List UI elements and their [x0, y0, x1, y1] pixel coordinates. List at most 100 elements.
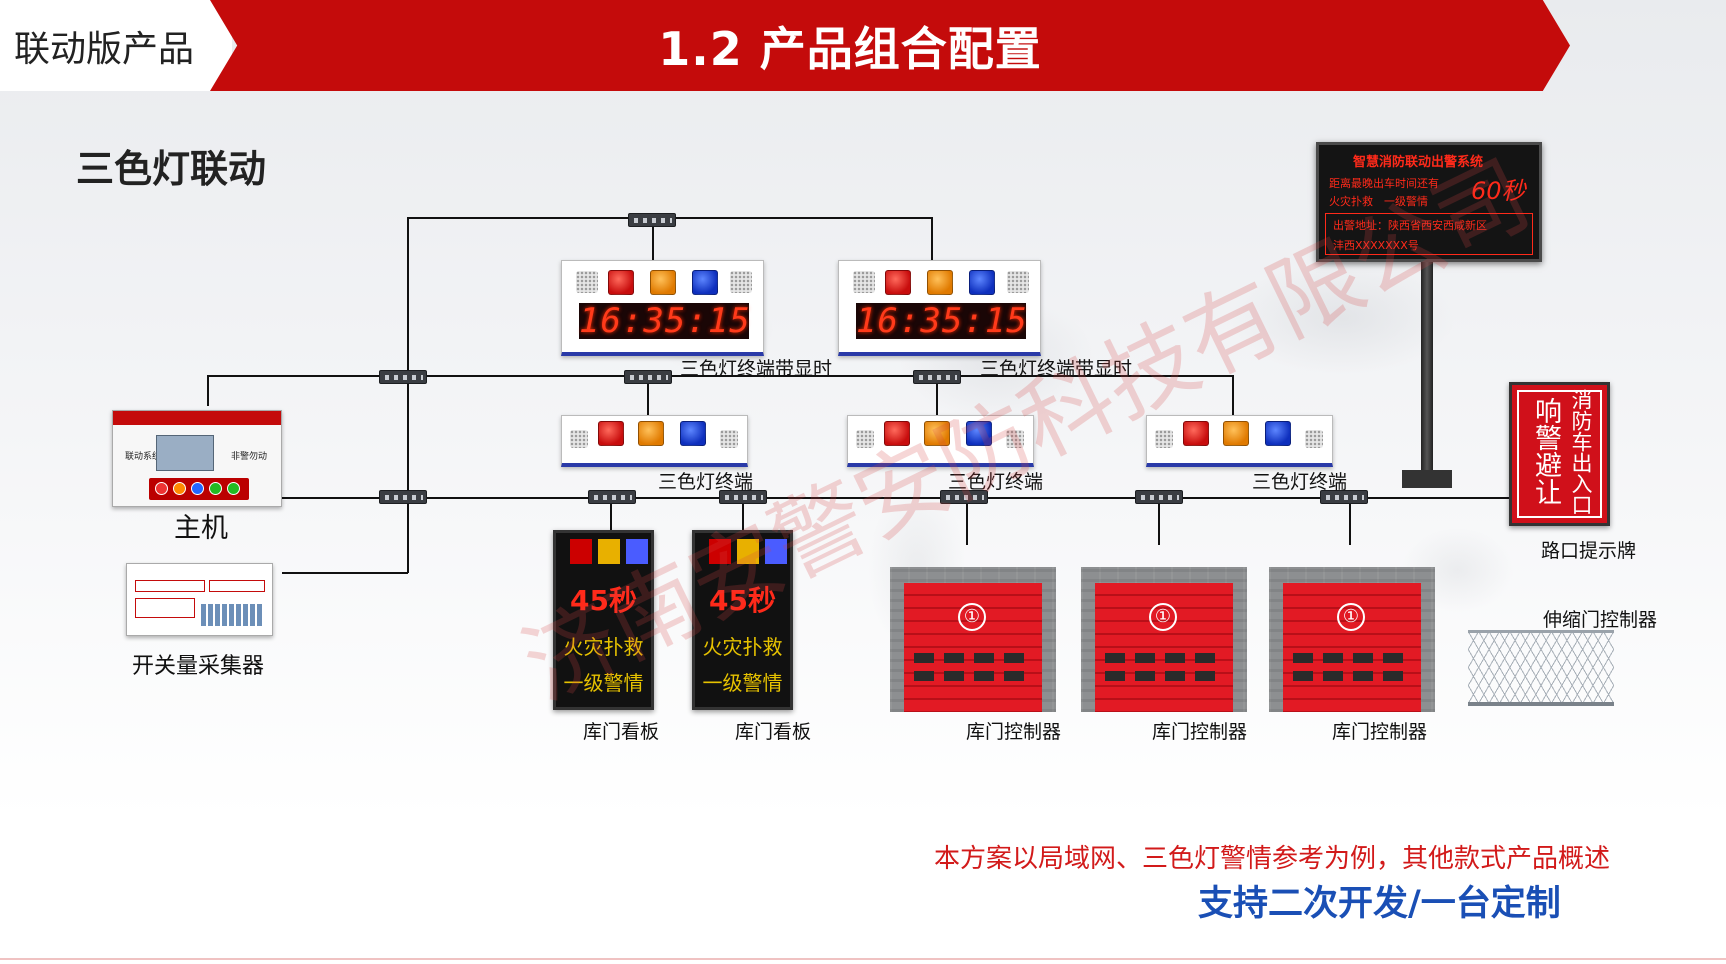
sign-pole-base	[1402, 470, 1452, 488]
section-title: 三色灯联动	[76, 147, 267, 191]
door-window	[914, 653, 934, 663]
blue-lamp	[1265, 421, 1291, 446]
clock-terminal-2: 16:35:15	[838, 260, 1041, 356]
speaker-grill	[730, 271, 752, 293]
door-window	[1293, 653, 1313, 663]
led-line4: 沣西XXXXXXX号	[1333, 239, 1419, 252]
orange-lamp	[638, 421, 664, 446]
led-line3: 出警地址：陕西省西安西咸新区	[1333, 219, 1487, 232]
yellow-square	[737, 539, 759, 564]
speaker-grill	[1305, 430, 1323, 448]
clock-digits: 16:35:15	[856, 301, 1028, 341]
light-terminal-1	[561, 415, 748, 467]
red-button	[155, 482, 168, 495]
led-title: 智慧消防联动出警系统	[1353, 155, 1484, 170]
door-window	[1004, 653, 1024, 663]
door-board-2-label: 库门看板	[735, 721, 812, 743]
host-controller: 联动系统 非警勿动	[112, 410, 282, 507]
blue-lamp	[966, 421, 992, 446]
orange-lamp	[927, 270, 953, 295]
sign-pole	[1421, 262, 1433, 484]
host-label: 主机	[174, 513, 228, 544]
telescopic-gate	[1468, 630, 1614, 706]
clock-digits: 16:35:15	[579, 301, 751, 341]
collector-field	[209, 580, 265, 592]
red-square	[709, 539, 731, 564]
collector-field	[135, 598, 195, 618]
garage-door-3: ①	[1269, 567, 1435, 712]
blue-lamp	[680, 421, 706, 446]
door-window	[1165, 671, 1185, 681]
red-square	[570, 539, 592, 564]
door-window	[1383, 653, 1403, 663]
line-mid-bus	[207, 375, 1234, 415]
network-switch	[624, 370, 672, 384]
led-line2: 火灾扑救 一级警情	[1329, 195, 1428, 208]
door-window	[974, 653, 994, 663]
switch-collector	[126, 563, 273, 636]
orange-lamp	[1223, 421, 1249, 446]
door-window	[1353, 671, 1373, 681]
light-terminal-2	[847, 415, 1034, 467]
door-3-label: 库门控制器	[1332, 721, 1428, 743]
road-sign-right-text: 消防车出入口	[1569, 389, 1593, 515]
board-line1: 火灾扑救	[563, 635, 644, 659]
door-shutter: ①	[904, 583, 1042, 712]
door-window	[1105, 671, 1125, 681]
orange-lamp	[924, 421, 950, 446]
door-window	[1293, 671, 1313, 681]
door-1-label: 库门控制器	[966, 721, 1062, 743]
blue-lamp	[692, 270, 718, 295]
red-lamp	[884, 421, 910, 446]
door-window	[1323, 653, 1343, 663]
door-window	[1323, 671, 1343, 681]
road-sign-border	[1517, 390, 1602, 518]
speaker-grill	[1007, 271, 1029, 293]
blue-square	[765, 539, 787, 564]
door-board-2: 45秒 火灾扑救 一级警情	[692, 530, 793, 710]
door-window	[974, 671, 994, 681]
led-seconds: 60秒	[1471, 177, 1526, 205]
board-countdown: 45秒	[709, 584, 776, 617]
collector-field	[135, 580, 205, 592]
door-window	[914, 671, 934, 681]
led-line1: 距离最晚出车时间还有	[1329, 177, 1439, 190]
green-button	[209, 482, 222, 495]
door-shutter: ①	[1283, 583, 1421, 712]
led-display-sign: 智慧消防联动出警系统 距离最晚出车时间还有 60秒 火灾扑救 一级警情 出警地址…	[1316, 142, 1542, 262]
host-top-strip	[113, 411, 281, 425]
red-lamp	[598, 421, 624, 446]
board-line1: 火灾扑救	[702, 635, 783, 659]
red-lamp	[608, 270, 634, 295]
scheme-note: 本方案以局域网、三色灯警情参考为例，其他款式产品概述	[934, 844, 1611, 874]
yellow-square	[598, 539, 620, 564]
red-lamp	[885, 270, 911, 295]
host-right-text: 非警勿动	[231, 452, 268, 462]
network-switch	[1135, 490, 1183, 504]
board-line2: 一级警情	[702, 671, 783, 695]
orange-lamp	[650, 270, 676, 295]
orange-button	[173, 482, 186, 495]
network-switch	[719, 490, 767, 504]
door-window	[944, 653, 964, 663]
clock-terminal-1-label: 三色灯终端带显时	[680, 358, 833, 380]
door-window	[1105, 653, 1125, 663]
network-switch	[940, 490, 988, 504]
speaker-grill	[856, 430, 874, 448]
network-switch	[628, 213, 676, 227]
speaker-grill	[570, 430, 588, 448]
road-warning-sign: 消防车出入口 响警避让	[1509, 382, 1610, 526]
speaker-grill	[1155, 430, 1173, 448]
page-title: 1.2 产品组合配置	[658, 21, 1042, 76]
collector-label: 开关量采集器	[132, 654, 265, 679]
door-number: ①	[1337, 603, 1365, 631]
clock-terminal-2-label: 三色灯终端带显时	[980, 358, 1133, 380]
green-button	[227, 482, 240, 495]
door-window	[1195, 671, 1215, 681]
door-number: ①	[1149, 603, 1177, 631]
door-window	[1383, 671, 1403, 681]
network-switch	[588, 490, 636, 504]
header-banner: 1.2 产品组合配置	[210, 0, 1570, 91]
speaker-grill	[1006, 430, 1024, 448]
